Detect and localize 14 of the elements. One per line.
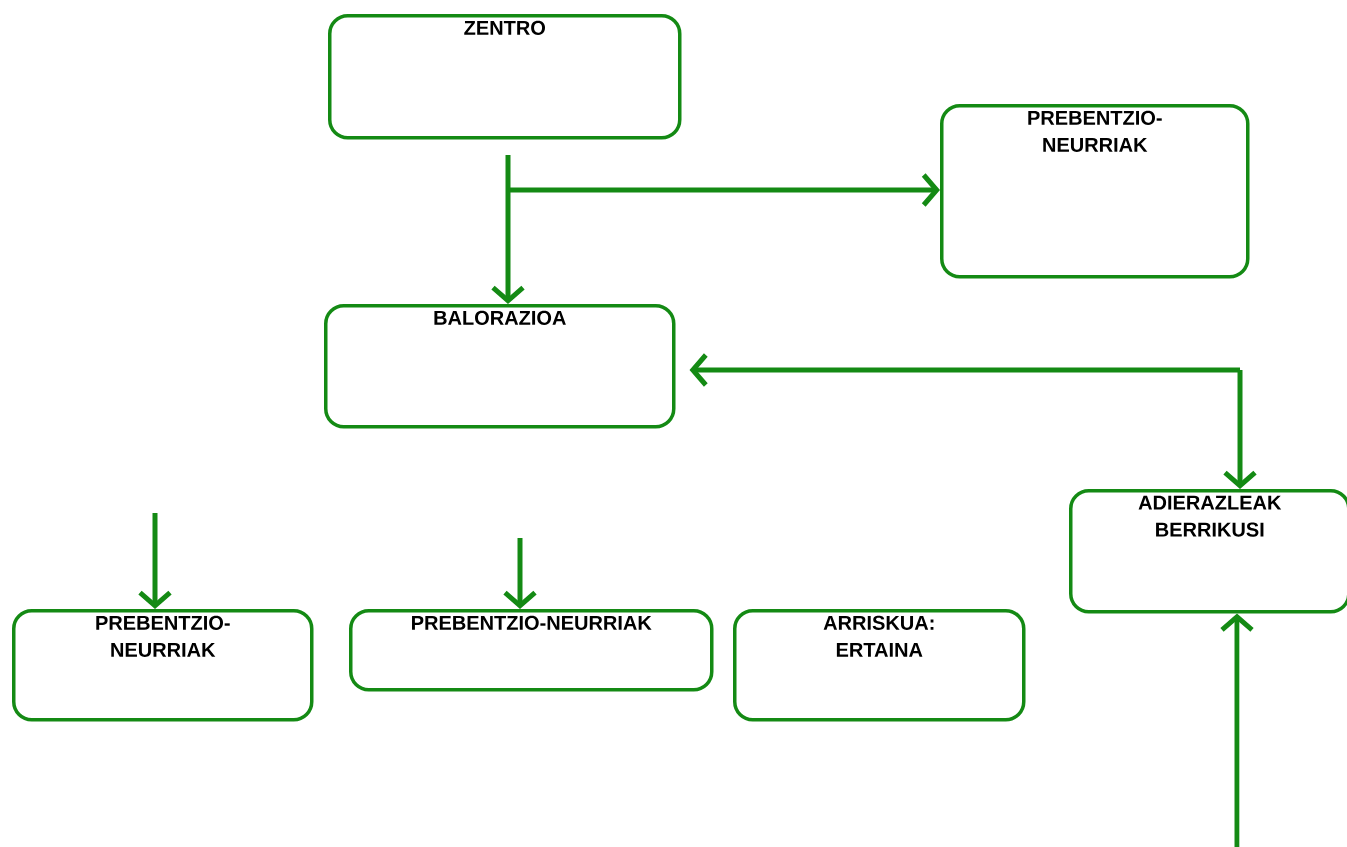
process-box: ADIERAZLEAK BERRIKUSI: [1069, 489, 1347, 614]
process-box: PREBENTZIO-NEURRIAK: [12, 609, 314, 722]
arrow: [491, 155, 525, 304]
process-box: PREBENTZIO-NEURRIAK: [349, 609, 714, 692]
arrow: [503, 538, 537, 609]
process-box: ZENTRO: [328, 14, 682, 140]
process-box: ARRISKUA: ERTAINA: [733, 609, 1026, 722]
process-box: BALORAZIOA: [324, 304, 676, 429]
process-box: PREBENTZIO-NEURRIAK: [940, 104, 1250, 279]
arrow: [508, 173, 940, 207]
arrow: [1220, 613, 1254, 847]
arrow: [689, 353, 1240, 387]
arrow: [138, 513, 172, 609]
arrow: [1223, 370, 1257, 489]
